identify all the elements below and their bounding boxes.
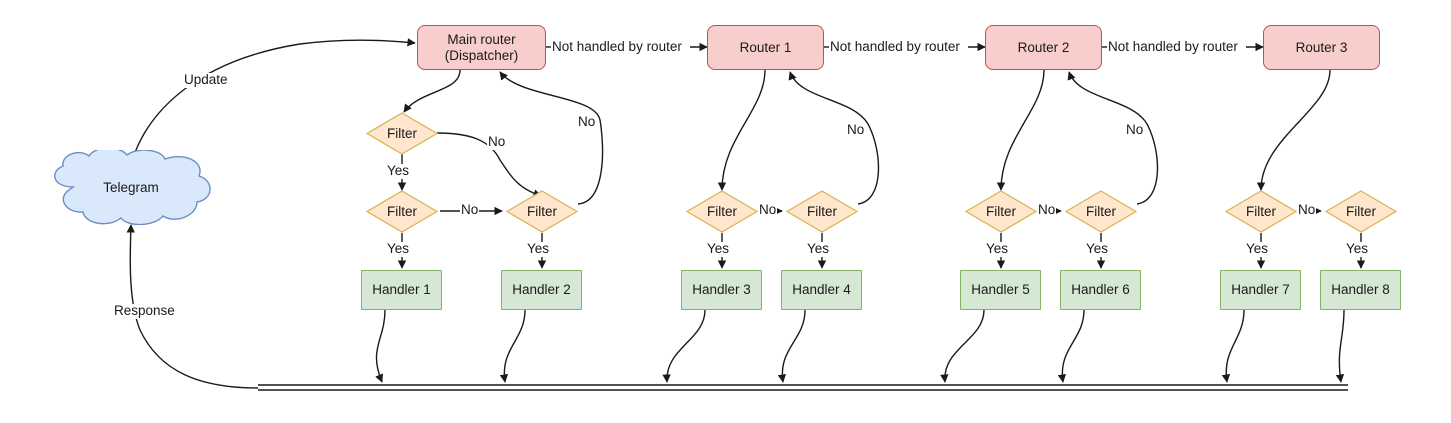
filter-6-label: Filter xyxy=(986,204,1016,219)
handler-7-label: Handler 7 xyxy=(1231,282,1290,298)
handler-1[interactable]: Handler 1 xyxy=(361,270,442,310)
filter-8-label: Filter xyxy=(1246,204,1276,219)
edge-label-yes-filter3: Yes xyxy=(526,241,551,257)
diamond-icon xyxy=(1325,190,1397,233)
handler-2-label: Handler 2 xyxy=(512,282,571,298)
filter-9[interactable]: Filter xyxy=(1325,190,1397,233)
edge-label-no-filter7-return: No xyxy=(1125,122,1145,138)
filter-1[interactable]: Filter xyxy=(366,112,438,155)
edge-router3-to-filter8 xyxy=(1256,69,1331,191)
edge-router1-to-filter4 xyxy=(717,69,766,191)
handler-3-label: Handler 3 xyxy=(692,282,751,298)
router-main-dispatcher[interactable]: Main router (Dispatcher) xyxy=(417,25,546,70)
router-3-label: Router 3 xyxy=(1295,39,1348,55)
router-2[interactable]: Router 2 xyxy=(985,25,1102,70)
edge-label-yes-filter2: Yes xyxy=(386,241,411,257)
edge-handler2-to-bus xyxy=(499,309,526,383)
edge-label-not-handled-3: Not handled by router xyxy=(1107,39,1239,55)
diamond-icon xyxy=(686,190,758,233)
handler-2[interactable]: Handler 2 xyxy=(501,270,582,310)
handler-6[interactable]: Handler 6 xyxy=(1060,270,1141,310)
handler-7[interactable]: Handler 7 xyxy=(1220,270,1301,310)
router-3[interactable]: Router 3 xyxy=(1263,25,1380,70)
filter-5-label: Filter xyxy=(807,204,837,219)
edge-handler1-to-bus xyxy=(375,309,386,383)
handler-4[interactable]: Handler 4 xyxy=(781,270,862,310)
filter-3[interactable]: Filter xyxy=(506,190,578,233)
edge-label-yes-filter6: Yes xyxy=(985,241,1010,257)
diamond-icon xyxy=(1225,190,1297,233)
handler-5-label: Handler 5 xyxy=(971,282,1030,298)
filter-3-label: Filter xyxy=(527,204,557,219)
handler-8[interactable]: Handler 8 xyxy=(1320,270,1401,310)
edge-label-no-filter5-return: No xyxy=(846,122,866,138)
telegram-cloud[interactable]: Telegram xyxy=(45,150,217,225)
filter-2-label: Filter xyxy=(387,204,417,219)
edge-router2-to-filter6 xyxy=(996,69,1045,191)
edge-filter3-no-to-mainrouter xyxy=(499,71,604,205)
handler-8-label: Handler 8 xyxy=(1331,282,1390,298)
edge-label-response: Response xyxy=(113,303,176,319)
filter-7-label: Filter xyxy=(1086,204,1116,219)
edge-mainrouter-to-filter1 xyxy=(403,69,461,113)
edge-label-no-filter8: No xyxy=(1297,202,1317,218)
diamond-icon xyxy=(965,190,1037,233)
edge-label-no-filter1: No xyxy=(487,134,507,150)
edge-handler7-to-bus xyxy=(1221,309,1245,383)
filter-6[interactable]: Filter xyxy=(965,190,1037,233)
handler-4-label: Handler 4 xyxy=(792,282,851,298)
handler-1-label: Handler 1 xyxy=(372,282,431,298)
filter-5[interactable]: Filter xyxy=(786,190,858,233)
filter-1-label: Filter xyxy=(387,126,417,141)
edge-label-yes-filter8: Yes xyxy=(1245,241,1270,257)
diamond-icon xyxy=(366,190,438,233)
cloud-icon xyxy=(54,150,211,225)
handler-5[interactable]: Handler 5 xyxy=(960,270,1041,310)
telegram-cloud-label: Telegram xyxy=(103,180,159,195)
edge-handler3-to-bus xyxy=(662,309,706,383)
filter-8[interactable]: Filter xyxy=(1225,190,1297,233)
router-main-label-line1: Main router xyxy=(447,31,516,47)
edge-label-not-handled-2: Not handled by router xyxy=(829,39,961,55)
filter-7[interactable]: Filter xyxy=(1065,190,1137,233)
edge-label-yes-filter5: Yes xyxy=(806,241,831,257)
handler-3[interactable]: Handler 3 xyxy=(681,270,762,310)
edge-label-not-handled-1: Not handled by router xyxy=(551,39,683,55)
filter-4[interactable]: Filter xyxy=(686,190,758,233)
edge-filter5-no-to-router1 xyxy=(788,71,880,205)
edge-label-yes-filter7: Yes xyxy=(1085,241,1110,257)
handler-6-label: Handler 6 xyxy=(1071,282,1130,298)
edge-filter7-no-to-router2 xyxy=(1067,71,1159,205)
edge-handler8-to-bus xyxy=(1335,309,1345,383)
edge-label-yes-filter9: Yes xyxy=(1345,241,1370,257)
filter-4-label: Filter xyxy=(707,204,737,219)
edge-label-yes-filter4: Yes xyxy=(706,241,731,257)
edge-handler5-to-bus xyxy=(940,309,985,383)
edge-label-no-filter3-return: No xyxy=(577,114,597,130)
router-1-label: Router 1 xyxy=(739,39,792,55)
edge-label-no-filter6: No xyxy=(1037,202,1057,218)
router-main-label-line2: (Dispatcher) xyxy=(444,47,519,63)
edge-label-yes-filter1: Yes xyxy=(386,163,411,179)
filter-9-label: Filter xyxy=(1346,204,1376,219)
edge-label-no-filter2: No xyxy=(460,202,480,218)
router-1[interactable]: Router 1 xyxy=(707,25,824,70)
filter-2[interactable]: Filter xyxy=(366,190,438,233)
edge-label-no-filter4: No xyxy=(758,202,778,218)
edge-label-update: Update xyxy=(183,72,229,88)
router-2-label: Router 2 xyxy=(1017,39,1070,55)
edge-handler6-to-bus xyxy=(1057,309,1085,383)
edge-handler4-to-bus xyxy=(777,309,806,383)
